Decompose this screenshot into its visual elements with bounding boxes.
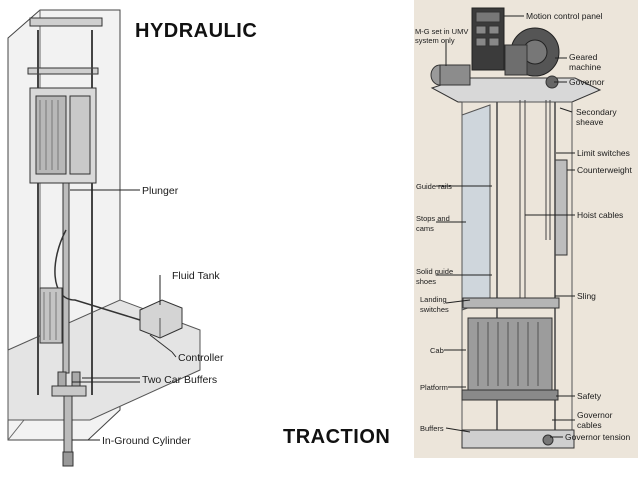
label-stops-and-cams-2: cams: [416, 224, 434, 233]
landing-door: [39, 287, 63, 344]
label-motion-control-panel: Motion control panel: [526, 11, 603, 21]
counterweight: [554, 159, 568, 256]
top-beam: [29, 17, 103, 27]
label-geared-machine-2: machine: [569, 62, 601, 72]
label-plunger: Plunger: [142, 185, 179, 197]
label-governor-tension: Governor tension: [565, 432, 630, 442]
pit-buffers: [461, 429, 575, 449]
hydraulic-elevator-drawing: [7, 9, 201, 467]
label-two-car-buffers: Two Car Buffers: [142, 374, 217, 386]
label-guide-rails: Guide rails: [416, 182, 452, 191]
label-in-ground-cylinder: In-Ground Cylinder: [102, 435, 191, 447]
in-ground-cylinder: [63, 395, 73, 457]
label-buffers: Buffers: [420, 424, 444, 433]
label-landing-switches-2: switches: [420, 305, 449, 314]
label-safety: Safety: [577, 391, 602, 401]
label-mg-set-2: system only: [415, 36, 455, 45]
label-controller: Controller: [178, 352, 224, 364]
geared-machine: [504, 27, 560, 89]
label-solid-guide-2: shoes: [416, 277, 436, 286]
motion-control-panel: [471, 7, 505, 71]
traction-car: [461, 297, 560, 401]
label-secondary-sheave-1: Secondary: [576, 107, 617, 117]
label-governor-cables-1: Governor: [577, 410, 613, 420]
label-secondary-sheave-2: sheave: [576, 117, 604, 127]
title-hydraulic: HYDRAULIC: [135, 20, 258, 42]
label-platform: Platform: [420, 383, 448, 392]
mg-set: [430, 64, 471, 86]
label-cab: Cab: [430, 346, 444, 355]
label-geared-machine-1: Geared: [569, 52, 598, 62]
label-fluid-tank: Fluid Tank: [172, 270, 220, 282]
label-solid-guide-1: Solid guide: [416, 267, 453, 276]
label-limit-switches: Limit switches: [577, 148, 630, 158]
hydraulic-car: [29, 87, 97, 184]
traction-elevator-drawing: [430, 7, 602, 449]
label-counterweight: Counterweight: [577, 165, 632, 175]
label-governor: Governor: [569, 77, 605, 87]
fluid-tank: [139, 299, 183, 339]
label-stops-and-cams-1: Stops and: [416, 214, 450, 223]
plunger: [62, 182, 70, 374]
label-sling: Sling: [577, 291, 596, 301]
label-governor-cables-2: cables: [577, 420, 602, 430]
title-traction: TRACTION: [283, 426, 391, 448]
traction-leaders: [436, 15, 575, 438]
hydraulic-leaders: [70, 189, 177, 441]
label-mg-set-1: M-G set in UMV: [415, 27, 468, 36]
label-landing-switches-1: Landing: [420, 295, 447, 304]
label-hoist-cables: Hoist cables: [577, 210, 623, 220]
